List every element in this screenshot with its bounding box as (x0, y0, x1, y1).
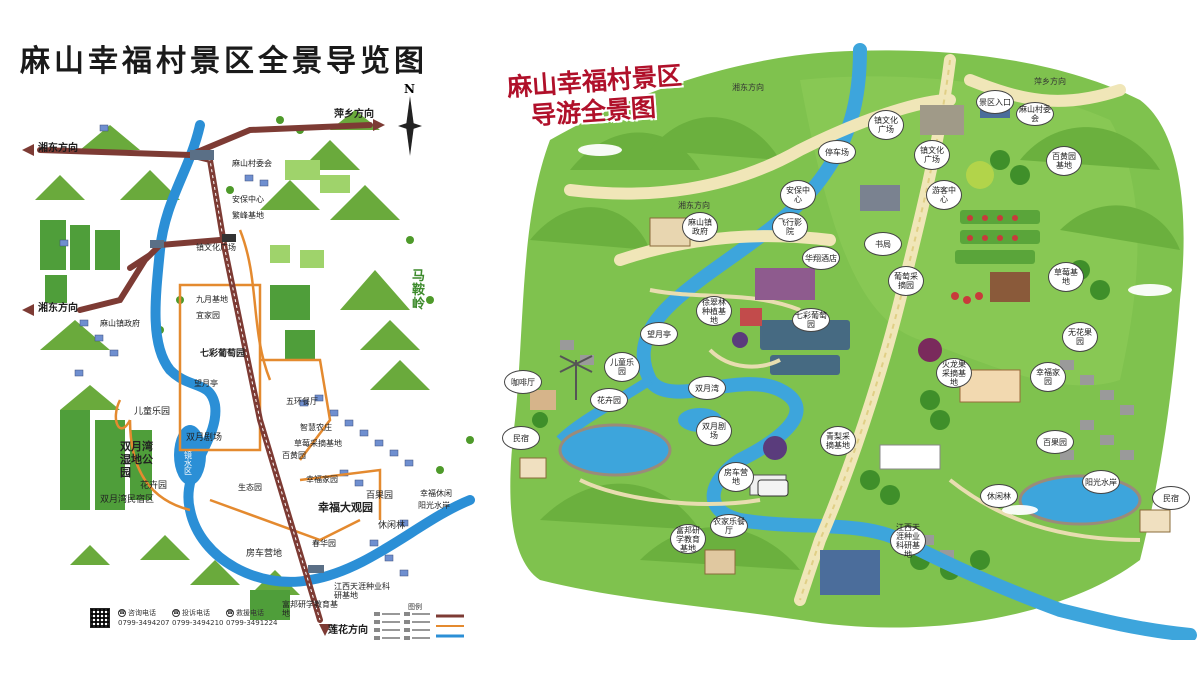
map-legend: 图例 (372, 603, 468, 644)
place-town-gov: 麻山镇政府 (100, 319, 140, 328)
right-map-canvas (510, 43, 1197, 640)
contact-consult: ☎咨询电话 0799-3494207 (118, 609, 170, 629)
bubble-ertong[interactable]: 儿童乐园 (604, 352, 640, 382)
bubble-xunyi[interactable]: 徐翠林种植基地 (696, 296, 732, 326)
bubble-minsu-left[interactable]: 民宿 (502, 426, 540, 450)
bubble-jiangxi[interactable]: 江西天涯种业科研基地 (890, 523, 926, 559)
bubble-town-gov[interactable]: 麻山镇政府 (682, 212, 718, 242)
contact-complaint: ☎投诉电话 0799-3494210 (172, 609, 224, 629)
contact-rescue: ☎救援电话 0799-3491224 (226, 609, 278, 629)
place-huahuiyuan: 花卉园 (140, 481, 168, 491)
place-anbao: 安保中心 (232, 195, 264, 204)
place-fanli: 繁峰基地 (232, 211, 264, 220)
bubble-feixing[interactable]: 飞行影院 (772, 212, 808, 242)
place-jiangxi: 江西天涯种业科研基地 (334, 582, 390, 600)
place-xingfu-jiayuan: 幸福家园 (306, 475, 338, 484)
left-map-title: 麻山幸福村景区全景导览图 (20, 44, 428, 79)
bubble-huolongguo[interactable]: 火龙果采摘基地 (936, 358, 972, 388)
contact-consult-label: 咨询电话 (128, 609, 156, 617)
place-wuguan: 五环餐厅 (286, 397, 318, 406)
place-shuangyue-minsu: 双月湾民宿区 (100, 495, 155, 505)
bubble-wenhua-square[interactable]: 镇文化广场 (868, 110, 904, 140)
bubble-shuangyue-wan[interactable]: 双月湾 (688, 376, 726, 400)
contact-consult-number: 0799-3494207 (118, 618, 170, 627)
place-shengtai: 生态园 (238, 483, 262, 492)
place-yangguang: 阳光水岸 (418, 501, 450, 510)
bubble-shuangyue-juchang[interactable]: 双月剧场 (696, 416, 732, 446)
legend-symbols-icon (374, 612, 464, 640)
place-baiguoyuan: 百果园 (366, 491, 394, 501)
place-jiuyue: 九月基地 (196, 295, 228, 304)
direction-pingxiang: 萍乡方向 (334, 109, 374, 120)
place-shuangyue-theater: 双月剧场 (186, 433, 223, 443)
contact-rescue-number: 0799-3491224 (226, 618, 278, 627)
bubble-wanglou[interactable]: 望月亭 (640, 322, 678, 346)
bubble-shudian[interactable]: 书局 (864, 232, 902, 256)
place-wanglou: 望月亭 (194, 379, 218, 388)
place-fuxing: 富邦研学教育基地 (282, 600, 338, 618)
right-direction-xiangdong-top: 湘东方向 (732, 83, 764, 92)
bubble-youke[interactable]: 游客中心 (926, 180, 962, 210)
place-wenhua-square: 镇文化广场 (196, 243, 236, 252)
place-fangche: 房车营地 (246, 549, 283, 559)
place-garden-a: 宜家园 (196, 311, 220, 320)
bubble-xiuxianlin[interactable]: 休闲林 (980, 484, 1018, 508)
place-jingshui: 镜水区 (184, 451, 192, 476)
bubble-qingli[interactable]: 青梨采摘基地 (820, 426, 856, 456)
bubble-huaxiang-hotel[interactable]: 华翔酒店 (802, 246, 840, 270)
direction-xiangdong-top: 湘东方向 (38, 143, 78, 154)
direction-lianhua: 莲花方向 (328, 625, 368, 636)
bubble-baiguo[interactable]: 百果园 (1036, 430, 1074, 454)
bubble-jiuyue[interactable]: 镇文化广场 (914, 140, 950, 170)
direction-xiangdong-mid: 湘东方向 (38, 303, 78, 314)
bubble-xingfu-jiayuan[interactable]: 幸福家园 (1030, 362, 1066, 392)
bubble-anbao[interactable]: 安保中心 (780, 180, 816, 210)
phone-icon: ☎ (172, 609, 180, 617)
left-overview-map: 麻山幸福村景区全景导览图 (0, 0, 480, 680)
place-caomei: 草莓采摘基地 (294, 439, 342, 448)
bubble-wuhua[interactable]: 无花果园 (1062, 322, 1098, 352)
compass-rose: N (398, 82, 422, 156)
qr-code-icon (90, 608, 110, 628)
phone-icon: ☎ (226, 609, 234, 617)
place-xingfu-lin: 幸福休闲 (420, 489, 452, 498)
right-direction-xiangdong-mid: 湘东方向 (678, 201, 710, 210)
place-xiuxianlin: 休闲林 (378, 521, 406, 531)
place-chunhua: 春华园 (312, 539, 336, 548)
contact-rescue-label: 救援电话 (236, 609, 264, 617)
compass-needle-icon (398, 96, 422, 156)
bubble-baihuang[interactable]: 百黄园基地 (1046, 146, 1082, 176)
bubble-caomei[interactable]: 草莓基地 (1048, 262, 1084, 292)
phone-icon: ☎ (118, 609, 126, 617)
contact-complaint-label: 投诉电话 (182, 609, 210, 617)
bubble-kafeiting[interactable]: 咖啡厅 (504, 370, 542, 394)
place-ertong: 儿童乐园 (134, 407, 171, 417)
contact-complaint-number: 0799-3494210 (172, 618, 224, 627)
bubble-huahuiyuan[interactable]: 花卉园 (590, 388, 628, 412)
place-baihuayuan: 百黄园 (282, 451, 306, 460)
left-map-canvas (22, 110, 475, 636)
bubble-gate[interactable]: 景区入口 (976, 90, 1014, 114)
right-tour-map: 麻山幸福村景区 导游全景图 湘东方向 萍乡方向 湘东方向 景区入口 麻山村委会 … (500, 40, 1200, 640)
place-qicai-grape: 七彩葡萄园 (200, 349, 246, 359)
place-xingfu-daguanyuan: 幸福大观园 (318, 501, 373, 514)
place-zhihui: 智慧农庄 (300, 423, 332, 432)
bubble-fangche[interactable]: 房车营地 (718, 462, 754, 492)
bubble-fubang[interactable]: 富邦研学教育基地 (670, 524, 706, 554)
mountain-label: 马鞍岭 (412, 269, 426, 312)
bubble-tingchechang[interactable]: 停车场 (818, 140, 856, 164)
bubble-nongjiale[interactable]: 农家乐餐厅 (710, 514, 748, 538)
compass-north-label: N (404, 82, 415, 96)
place-mashan-village: 麻山村委会 (232, 159, 272, 168)
bubble-mashan-village[interactable]: 麻山村委会 (1016, 102, 1054, 126)
bubble-minsu-right[interactable]: 民宿 (1152, 486, 1190, 510)
legend-title: 图例 (408, 603, 422, 611)
place-shuangyue-wetland: 双月湾湿地公园 (120, 440, 153, 479)
bubble-putao[interactable]: 葡萄采摘园 (888, 266, 924, 296)
right-direction-pingxiang: 萍乡方向 (1034, 77, 1066, 86)
bubble-qicai[interactable]: 七彩葡萄园 (792, 308, 830, 332)
bubble-yangguang[interactable]: 阳光水岸 (1082, 470, 1120, 494)
